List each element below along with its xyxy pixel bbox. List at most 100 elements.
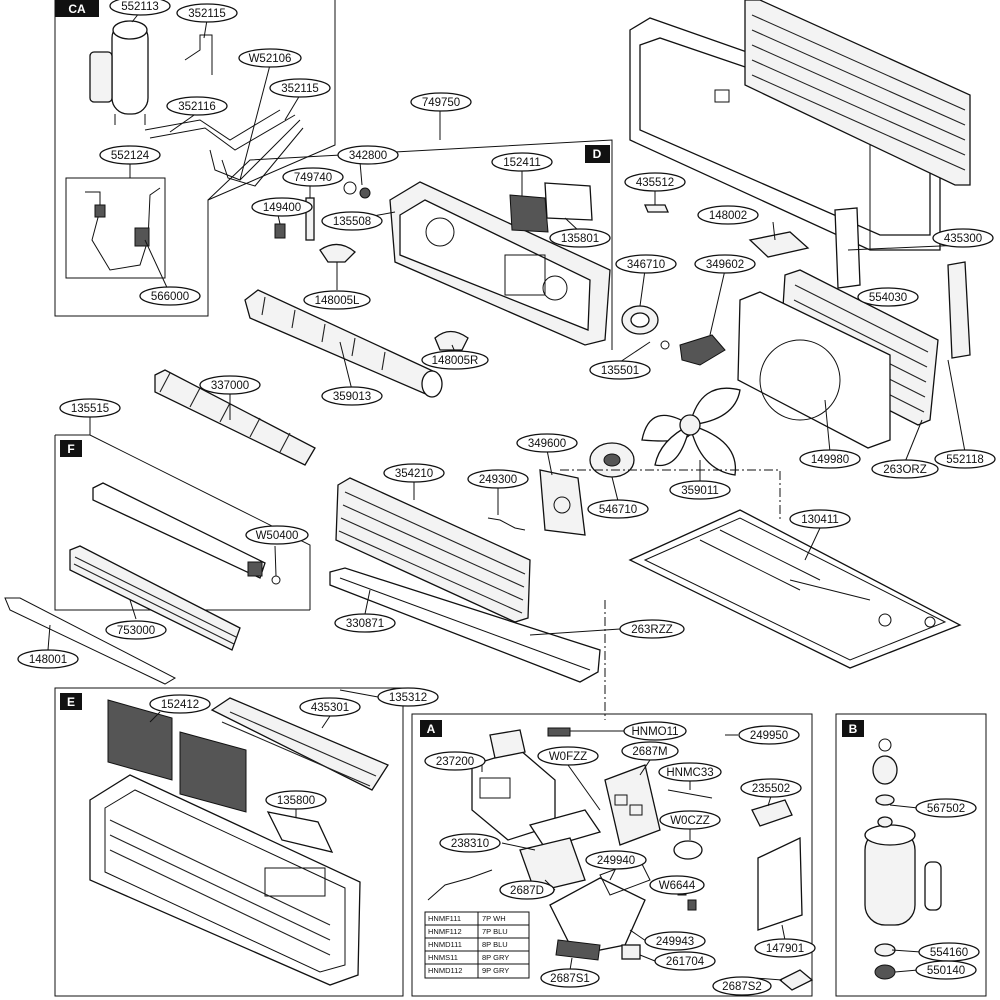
callout: HNMC33	[658, 762, 722, 782]
callout-text: W52106	[249, 53, 292, 65]
callout-text: W0CZZ	[670, 815, 710, 827]
callout: 148005L	[303, 290, 371, 310]
pcb-2687M-drawing	[604, 764, 661, 846]
callout-text: 2687S1	[550, 973, 590, 985]
outdoor-grille-drawing	[744, 0, 971, 186]
callout-text: 135801	[561, 233, 599, 245]
brackets-top-drawing	[644, 204, 971, 359]
callout: W0FZZ	[537, 746, 599, 766]
wall-sleeve-drawing	[629, 17, 941, 251]
section-tag-e: E	[60, 693, 82, 710]
callout: 130411	[789, 509, 851, 529]
callout-text: W0FZZ	[549, 751, 587, 763]
callout: HNMO11	[623, 721, 687, 741]
section-tag-f: F	[60, 440, 82, 457]
callout-text: 148005L	[315, 295, 360, 307]
callout: 342800	[337, 145, 399, 165]
callout: 148005R	[421, 350, 489, 370]
section-tag-a: A	[420, 720, 442, 737]
callout-text: 435300	[944, 233, 982, 245]
callout: 554030	[857, 287, 919, 307]
callout: 552124	[99, 145, 161, 165]
harness-table-cell: HNMD112	[428, 966, 462, 975]
small-wire-249300-drawing	[487, 517, 526, 531]
callout: 249950	[738, 725, 800, 745]
front-cover-drawing	[89, 774, 361, 986]
callout: 330871	[334, 613, 396, 633]
base-pan-drawing	[628, 509, 962, 669]
cover-panel-135800-drawing	[266, 811, 334, 853]
section-tag-a-text: A	[427, 722, 436, 736]
callout-text: 148002	[709, 210, 747, 222]
callout-text: 567502	[927, 803, 965, 815]
callout: W6644	[649, 875, 705, 895]
callout: 249300	[467, 469, 529, 489]
section-tag-f-text: F	[67, 442, 74, 456]
callout-text: 349600	[528, 438, 566, 450]
small-parts-a-drawing	[427, 727, 814, 991]
callout: 359013	[321, 386, 383, 406]
callout-text: 554030	[869, 292, 907, 304]
callout: W0CZZ	[659, 810, 721, 830]
callout: 2687D	[499, 880, 555, 900]
callout-text: 263RZZ	[631, 624, 673, 636]
callout: 263ORZ	[871, 459, 939, 479]
harness-table-cell: HNMF112	[428, 927, 462, 936]
callout: 354210	[383, 463, 445, 483]
callout: 237200	[424, 751, 486, 771]
callout: 346710	[615, 254, 677, 274]
callout-text: 135800	[277, 795, 315, 807]
part-drawings: HNMF111 7P WH HNMF112 7P BLU HNMD111 8P …	[4, 0, 971, 991]
heater-f-drawing	[92, 482, 281, 585]
callout: 2687M	[621, 741, 679, 761]
control-bracket-147901-drawing	[757, 836, 803, 931]
callout-text: 249940	[597, 855, 635, 867]
callout: 749740	[282, 167, 344, 187]
callout-text: 148001	[29, 654, 67, 666]
callout: 261704	[654, 951, 716, 971]
callout-text: 354210	[395, 468, 433, 480]
callout-text: 263ORZ	[883, 464, 926, 476]
callout-text: 148005R	[432, 355, 479, 367]
fan-shroud-drawing	[737, 291, 891, 449]
section-tag-b-text: B	[849, 722, 858, 736]
callout-text: 552118	[946, 454, 984, 466]
condenser-fan-drawing	[641, 387, 741, 476]
compressor-drawing	[864, 738, 942, 980]
callout: 749750	[410, 92, 472, 112]
harness-table-cell: 7P WH	[482, 914, 506, 923]
callout: 349600	[516, 433, 578, 453]
callout: 147901	[754, 938, 816, 958]
callout: 435300	[932, 228, 994, 248]
section-tag-b: B	[842, 720, 864, 737]
callout-text: 352116	[178, 101, 216, 113]
callout: 149980	[799, 449, 861, 469]
callout: 263RZZ	[619, 619, 685, 639]
section-tag-d-text: D	[593, 147, 602, 161]
callout-text: 330871	[346, 618, 384, 630]
filter-grille-152411-drawing	[509, 182, 593, 233]
callout: 552113	[109, 0, 171, 16]
callout-text: 238310	[451, 838, 489, 850]
callout-text: 554160	[930, 947, 968, 959]
callout: 567502	[915, 798, 977, 818]
callout: 135801	[549, 228, 611, 248]
harness-table-cell: HNMF111	[428, 914, 461, 923]
accumulator-drawing	[89, 20, 149, 125]
callout-text: 349602	[706, 259, 744, 271]
callout-text: 149980	[811, 454, 849, 466]
callout-text: 359013	[333, 391, 371, 403]
harness-table-cell: 8P GRY	[482, 953, 509, 962]
motor-mount-drawing	[539, 442, 635, 536]
callout: 152411	[491, 152, 553, 172]
bracket-148001-drawing	[4, 597, 177, 685]
callout-text: 346710	[627, 259, 665, 271]
callout-text: 566000	[151, 291, 189, 303]
section-tag-d: D	[585, 145, 610, 163]
callout-text: HNMO11	[631, 726, 678, 738]
callout-text: 249943	[656, 936, 694, 948]
section-boxes	[54, 0, 987, 997]
callout-text: 749750	[422, 97, 460, 109]
callout-text: 435301	[311, 702, 349, 714]
callout-text: HNMC33	[666, 767, 713, 779]
